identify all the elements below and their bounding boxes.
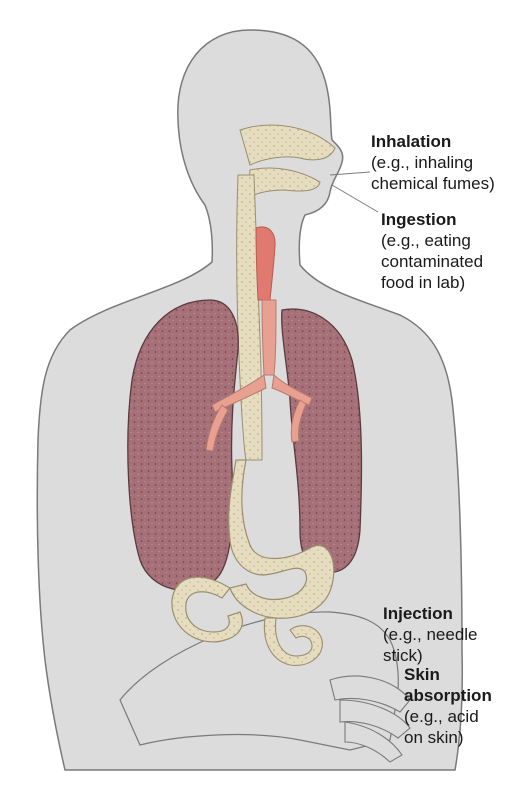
ingestion-desc-line: food in lab)	[381, 272, 483, 293]
ingestion-desc-line: contaminated	[381, 251, 483, 272]
injection-desc-line: (e.g., needle	[383, 624, 478, 645]
trachea	[262, 300, 276, 375]
skin-absorption-label: Skin absorption (e.g., acid on skin)	[404, 664, 492, 748]
ingestion-title: Ingestion	[381, 209, 483, 230]
ingestion-label: Ingestion (e.g., eating contaminated foo…	[381, 209, 483, 293]
inhalation-desc-line: (e.g., inhaling	[371, 152, 495, 173]
skin-absorption-title: Skin	[404, 664, 492, 685]
injection-title: Injection	[383, 603, 478, 624]
inhalation-label: Inhalation (e.g., inhaling chemical fume…	[371, 131, 495, 194]
injection-label: Injection (e.g., needle stick)	[383, 603, 478, 666]
skin-absorption-desc-line: on skin)	[404, 727, 492, 748]
inhalation-title: Inhalation	[371, 131, 495, 152]
skin-absorption-title: absorption	[404, 685, 492, 706]
inhalation-desc-line: chemical fumes)	[371, 173, 495, 194]
ingestion-desc-line: (e.g., eating	[381, 230, 483, 251]
left-lung	[128, 300, 238, 590]
skin-absorption-desc-line: (e.g., acid	[404, 706, 492, 727]
injection-desc-line: stick)	[383, 645, 478, 666]
